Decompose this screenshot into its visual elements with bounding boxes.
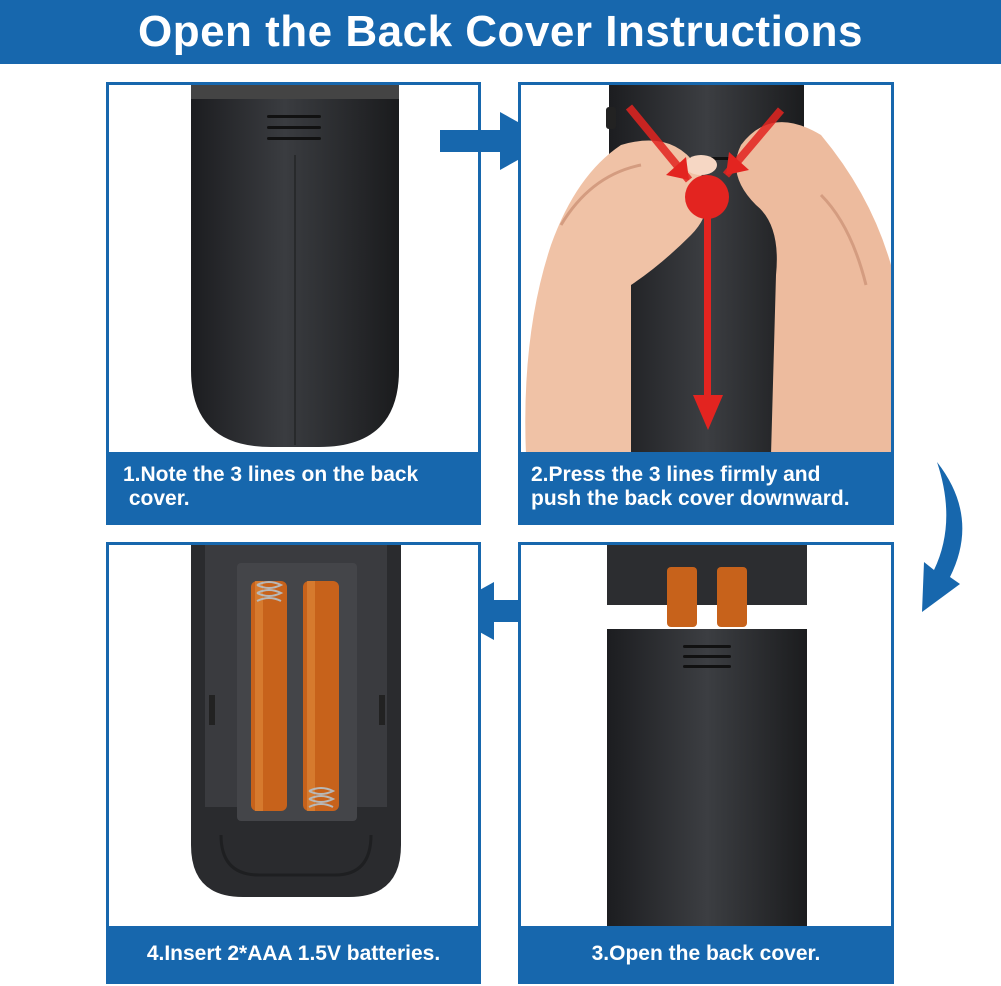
step-3-caption: 3.Open the back cover.	[521, 926, 891, 981]
step-2-line-1: 2.Press the 3 lines firmly and	[531, 463, 821, 486]
page-title: Open the Back Cover Instructions	[137, 7, 864, 56]
step-4-caption: 4.Insert 2*AAA 1.5V batteries.	[109, 926, 478, 981]
step-1-caption: 1.Note the 3 lines on the back cover.	[109, 452, 478, 522]
hands-pressing-cover-image	[521, 85, 891, 455]
step-1-panel: 1.Note the 3 lines on the back cover.	[106, 82, 481, 525]
step-2-caption: 2.Press the 3 lines firmly and push the …	[521, 452, 891, 522]
cover-opened-image	[521, 545, 891, 929]
curved-arrow-down-icon	[922, 462, 963, 612]
title-banner: Open the Back Cover Instructions	[0, 0, 1001, 64]
step-3-panel: 3.Open the back cover.	[518, 542, 894, 984]
remote-back-cover-image	[109, 85, 478, 455]
step-2-panel: 2.Press the 3 lines firmly and push the …	[518, 82, 894, 525]
step-1-line-2: cover.	[123, 487, 190, 510]
step-1-line-1: 1.Note the 3 lines on the back	[123, 463, 419, 486]
step-3-line-1: 3.Open the back cover.	[591, 941, 821, 965]
step-2-line-2: push the back cover downward.	[531, 487, 850, 510]
step-4-panel: 4.Insert 2*AAA 1.5V batteries.	[106, 542, 481, 984]
red-press-marker-icon	[625, 104, 785, 430]
step-4-line-1: 4.Insert 2*AAA 1.5V batteries.	[146, 941, 441, 965]
battery-compartment-image	[109, 545, 478, 929]
